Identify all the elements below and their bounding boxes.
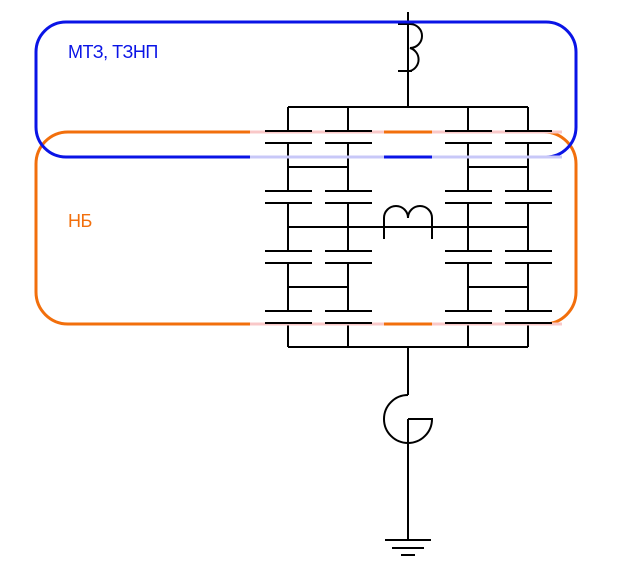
middle-reactor-icon (383, 205, 433, 239)
wiring (265, 12, 552, 556)
current-transformer-icon (383, 394, 409, 444)
protection-zones (34, 20, 578, 326)
zone-label-nb: НБ (68, 211, 92, 231)
top-reactor-icon (409, 23, 423, 72)
current-transformer-half-icon (407, 418, 434, 444)
zone-label-mtz-tznp: МТЗ, ТЗНП (68, 42, 158, 62)
